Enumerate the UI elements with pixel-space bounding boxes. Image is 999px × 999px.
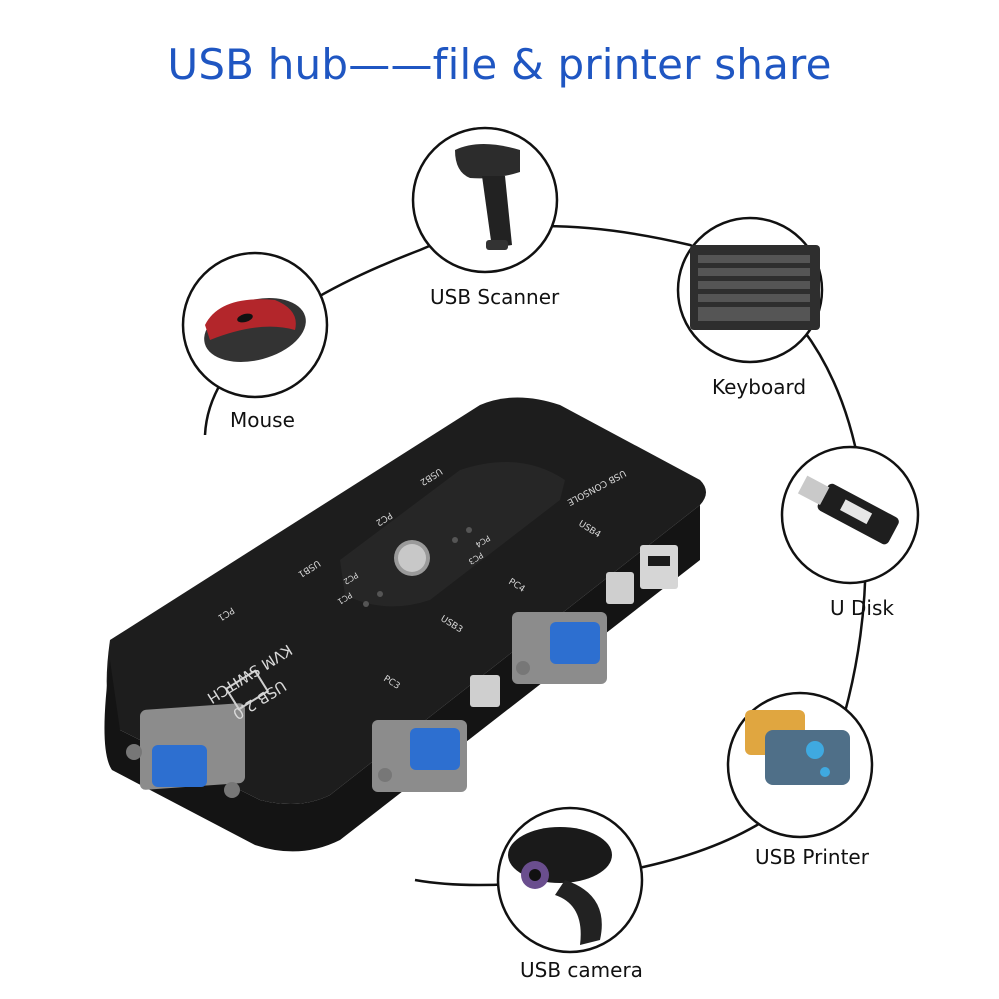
led-pc3 xyxy=(452,537,458,543)
monitor-icon xyxy=(224,669,270,711)
label-keyboard: Keyboard xyxy=(712,375,807,399)
scanner-icon xyxy=(411,126,559,274)
keyboard-icon xyxy=(676,216,824,364)
printer-icon xyxy=(726,691,874,839)
label-printer: USB Printer xyxy=(755,845,869,869)
label-mouse: Mouse xyxy=(230,408,295,432)
usb-b-port-usb3 xyxy=(470,675,500,707)
vga-console-port xyxy=(126,703,245,798)
usb-drive-icon xyxy=(780,445,920,585)
mouse-icon xyxy=(181,251,329,399)
led-pc1 xyxy=(363,601,369,607)
usb-b-port-usb4 xyxy=(606,572,634,604)
usb-a-port xyxy=(640,545,678,589)
led-pc2 xyxy=(377,591,383,597)
vga-port-pc3 xyxy=(372,720,467,792)
camera-icon xyxy=(496,806,644,954)
page-title: USB hub——file & printer share xyxy=(167,40,832,89)
kvm-switch-device: KVM SWITCH USB 2.0 USB CONSOLE PC1 USB1 … xyxy=(104,397,706,852)
label-scanner: USB Scanner xyxy=(430,285,560,309)
led-pc4 xyxy=(466,527,472,533)
label-camera: USB camera xyxy=(520,958,643,982)
label-udisk: U Disk xyxy=(830,596,894,620)
vga-port-pc4 xyxy=(512,612,607,684)
